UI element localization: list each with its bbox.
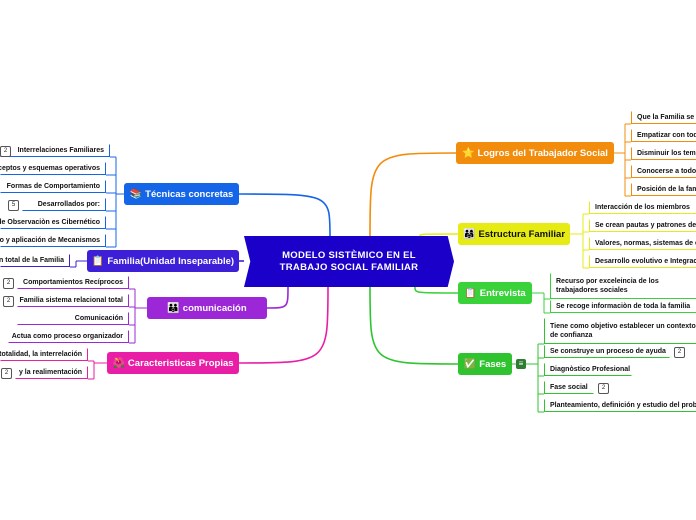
branch-fases[interactable]: ✅Fases — [458, 353, 512, 375]
tecnicas-item[interactable]: Uso y aplicación de Mecanismos — [0, 234, 106, 247]
branch-label: Fases — [479, 358, 507, 370]
estructura-item[interactable]: Se crean pautas y patrones de conducta — [589, 219, 696, 232]
central-topic-line-1: MODELO SISTÈMICO EN EL — [282, 249, 416, 261]
comunicacion-item[interactable]: Familia sistema relacional total — [17, 294, 129, 307]
books-icon: 📚 — [129, 188, 143, 200]
estructura-item[interactable]: Valores, normas, sistemas de creencias — [589, 237, 696, 250]
connector — [266, 286, 289, 309]
logros-item[interactable]: Que la Familia se sienta — [631, 111, 696, 124]
logros-item[interactable]: Empatizar con todos — [631, 129, 696, 142]
family-icon: 👨‍👩‍👧 — [462, 228, 476, 240]
branch-tecnicas[interactable]: 📚Técnicas concretas — [124, 183, 239, 205]
logros-item[interactable]: Disminuir los temores — [631, 147, 696, 160]
connector — [238, 193, 331, 237]
logros-item[interactable]: Conocerse a todos — [631, 165, 696, 178]
child-count-badge[interactable]: 5 — [8, 200, 19, 211]
tecnicas-item[interactable]: Formas de Comportamiento — [0, 180, 106, 193]
check-icon: ✅ — [463, 358, 477, 370]
fases-item[interactable]: Planteamiento, definición y estudio del … — [544, 399, 696, 412]
entrevista-item[interactable]: Recurso por exceleincia de los trabajado… — [550, 273, 696, 299]
fases-item[interactable]: Fase social — [544, 381, 594, 394]
connector — [369, 152, 457, 237]
child-count-badge[interactable]: 2 — [674, 347, 685, 358]
estructura-item[interactable]: Desarrollo evolutivo e Integración — [589, 255, 696, 268]
caracteristicas-item[interactable]: La totalidad, la interrelación — [0, 348, 88, 361]
fases-item[interactable]: Tiene como objetivo establecer un contex… — [544, 318, 696, 344]
child-count-badge[interactable]: 2 — [0, 146, 11, 157]
tecnicas-item[interactable]: Interrelaciones Familiares — [0, 144, 110, 157]
tecnicas-item[interactable]: Desarrollados por: — [22, 198, 106, 211]
tecnicas-item[interactable]: Conceptos y esquemas operativos — [0, 162, 106, 175]
caracteristicas-item[interactable]: y la realimentación — [15, 366, 88, 379]
branch-label: Estructura Familiar — [478, 228, 566, 240]
branch-entrevista[interactable]: 📋Entrevista — [458, 282, 532, 304]
child-count-badge[interactable]: 2 — [3, 296, 14, 307]
tecnicas-item[interactable]: Modelo de Observaciòn es Cibernético — [0, 216, 106, 229]
branch-estructura[interactable]: 👨‍👩‍👧Estructura Familiar — [458, 223, 570, 245]
comunicacion-item[interactable]: Actua como proceso organizador — [8, 330, 129, 343]
logros-item[interactable]: Posición de la familia — [631, 183, 696, 196]
comunicacion-item[interactable]: Comportamientos Recíprocos — [17, 276, 129, 289]
connector — [238, 286, 329, 364]
branch-label: Técnicas concretas — [145, 188, 234, 200]
branch-comunicacion[interactable]: 👪comunicación — [147, 297, 267, 319]
child-count-badge[interactable]: 2 — [598, 383, 609, 394]
estructura-item[interactable]: Interacción de los miembros — [589, 201, 696, 214]
clipboard-icon: 📋 — [464, 287, 477, 299]
fases-item[interactable]: Se construye un proceso de ayuda — [544, 345, 670, 358]
branch-familia[interactable]: 📋Familia(Unidad Inseparable) — [87, 250, 239, 272]
clipboard-icon: 📋 — [91, 255, 105, 267]
central-topic[interactable]: MODELO SISTÈMICO EN EL TRABAJO SOCIAL FA… — [244, 236, 454, 287]
connector — [414, 286, 459, 294]
people-icon: 👪 — [167, 302, 180, 314]
star-icon: ⭐ — [462, 147, 475, 159]
comunicacion-item[interactable]: Comunicación — [17, 312, 129, 325]
branch-label: Familia(Unidad Inseparable) — [107, 255, 235, 267]
child-count-badge[interactable]: 2 — [1, 368, 12, 379]
branch-logros[interactable]: ⭐Logros del Trabajador Social — [456, 142, 614, 164]
branch-caracteristicas[interactable]: 🌺Caracteristicas Propias — [107, 352, 239, 374]
branch-label: Logros del Trabajador Social — [477, 147, 608, 159]
branch-label: Caracteristicas Propias — [127, 357, 234, 369]
branch-label: comunicación — [182, 302, 247, 314]
fases-item[interactable]: Diagnòstico Profesional — [544, 363, 632, 376]
flower-icon: 🌺 — [112, 357, 125, 369]
connector — [419, 233, 459, 237]
central-topic-line-2: TRABAJO SOCIAL FAMILIAR — [279, 261, 419, 273]
entrevista-item[interactable]: Se recoge informaciòn de toda la familia — [550, 300, 696, 313]
branch-label: Entrevista — [479, 287, 526, 299]
familia-item[interactable]: Visión total de la Familia — [0, 254, 70, 267]
collapse-toggle-icon[interactable]: ≡ — [516, 359, 526, 369]
child-count-badge[interactable]: 2 — [3, 278, 14, 289]
connector — [369, 286, 459, 365]
